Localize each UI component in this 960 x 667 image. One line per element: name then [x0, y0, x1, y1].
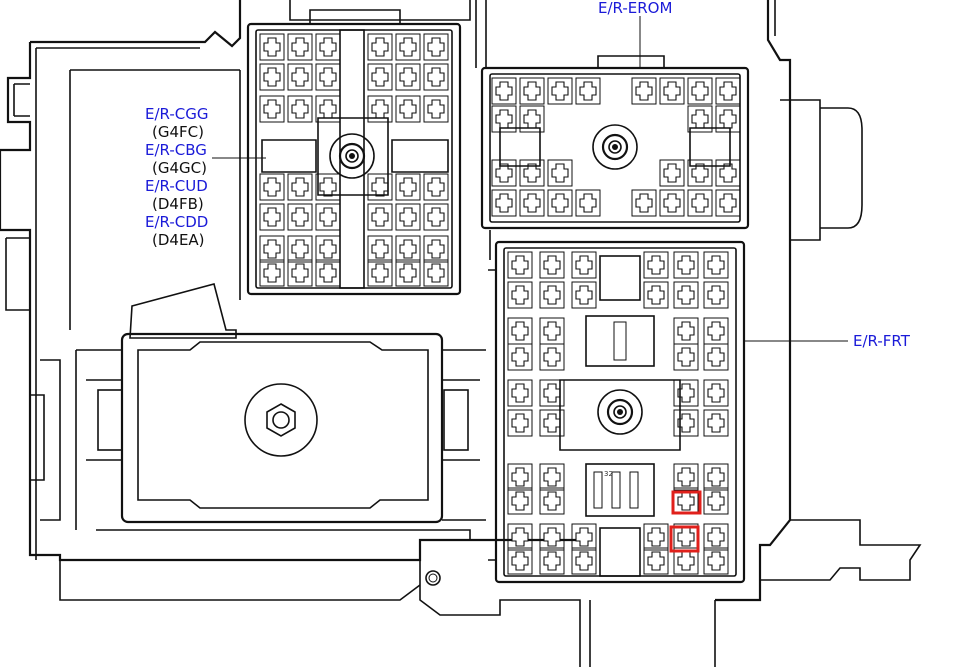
label-cgg-code: (G4FC) — [152, 123, 204, 141]
connector-frt: 32 — [488, 240, 746, 584]
label-cgg: E/R-CGG — [145, 105, 208, 123]
label-cdd: E/R-CDD — [145, 213, 208, 231]
label-erom: E/R-EROM — [598, 0, 672, 17]
leader-lines — [212, 16, 848, 342]
bolt-icon — [597, 389, 643, 435]
label-frt: E/R-FRT — [853, 332, 911, 350]
highlight-box — [671, 490, 702, 515]
label-cud-code: (D4FB) — [152, 195, 204, 213]
highlight-box — [669, 525, 700, 553]
bolt-icon — [329, 133, 375, 179]
label-cdd-code: (D4EA) — [152, 231, 205, 249]
fuse-box-housing — [0, 0, 922, 667]
connector-cgg-cbg-cud-cdd — [246, 9, 462, 296]
pin-number-32: 32 — [604, 470, 613, 478]
label-cud: E/R-CUD — [145, 177, 208, 195]
connector-erom — [480, 55, 750, 230]
hex-nut-icon — [266, 403, 296, 437]
bolt-icon — [592, 124, 638, 170]
label-cbg-code: (G4GC) — [152, 159, 207, 177]
main-fuse-cover — [30, 283, 486, 540]
highlight-markers — [669, 490, 702, 553]
label-cbg: E/R-CBG — [145, 141, 207, 159]
